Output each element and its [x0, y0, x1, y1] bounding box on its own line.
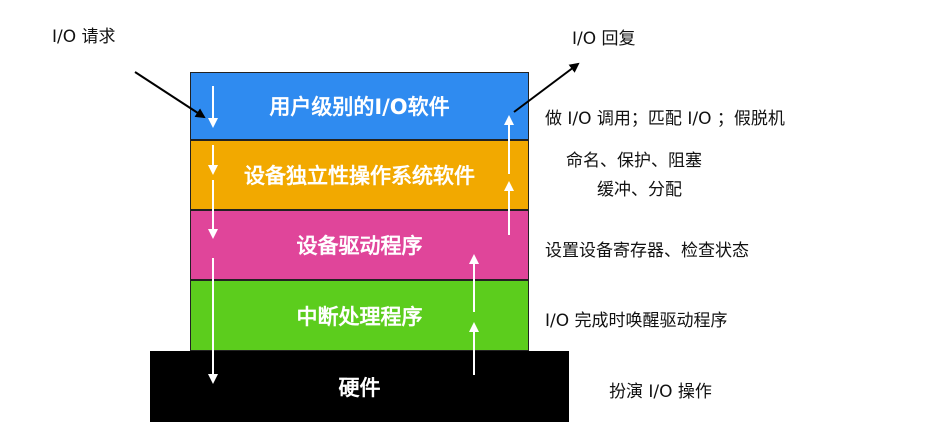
layer-user-io-software-label: 用户级别的I/O软件 — [269, 95, 450, 119]
layer-hardware: 硬件 — [150, 351, 569, 422]
request-pointer-arrow — [134, 71, 206, 119]
layer-interrupt-handler-label: 中断处理程序 — [296, 304, 423, 329]
note-naming-protection: 命名、保护、阻塞 — [566, 151, 702, 171]
note-user-io: 做 I/O 调用；匹配 I/O ；假脱机 — [545, 109, 785, 129]
note-buffering-allocation: 缓冲、分配 — [597, 180, 682, 200]
note-hardware: 扮演 I/O 操作 — [609, 382, 712, 402]
layer-device-driver: 设备驱动程序 — [190, 210, 529, 280]
layer-device-independent-os-software: 设备独立性操作系统软件 — [190, 140, 529, 210]
layer-device-independent-os-software-label: 设备独立性操作系统软件 — [244, 164, 475, 188]
io-reply-label: I/O 回复 — [572, 29, 636, 49]
layer-hardware-label: 硬件 — [338, 375, 381, 400]
reply-pointer-arrow — [513, 62, 580, 113]
note-driver: 设置设备寄存器、检查状态 — [545, 241, 749, 261]
layer-user-io-software: 用户级别的I/O软件 — [190, 72, 529, 140]
io-request-label: I/O 请求 — [52, 27, 116, 47]
note-interrupt: I/O 完成时唤醒驱动程序 — [545, 311, 728, 331]
layer-interrupt-handler: 中断处理程序 — [190, 280, 529, 351]
layer-device-driver-label: 设备驱动程序 — [296, 234, 423, 258]
